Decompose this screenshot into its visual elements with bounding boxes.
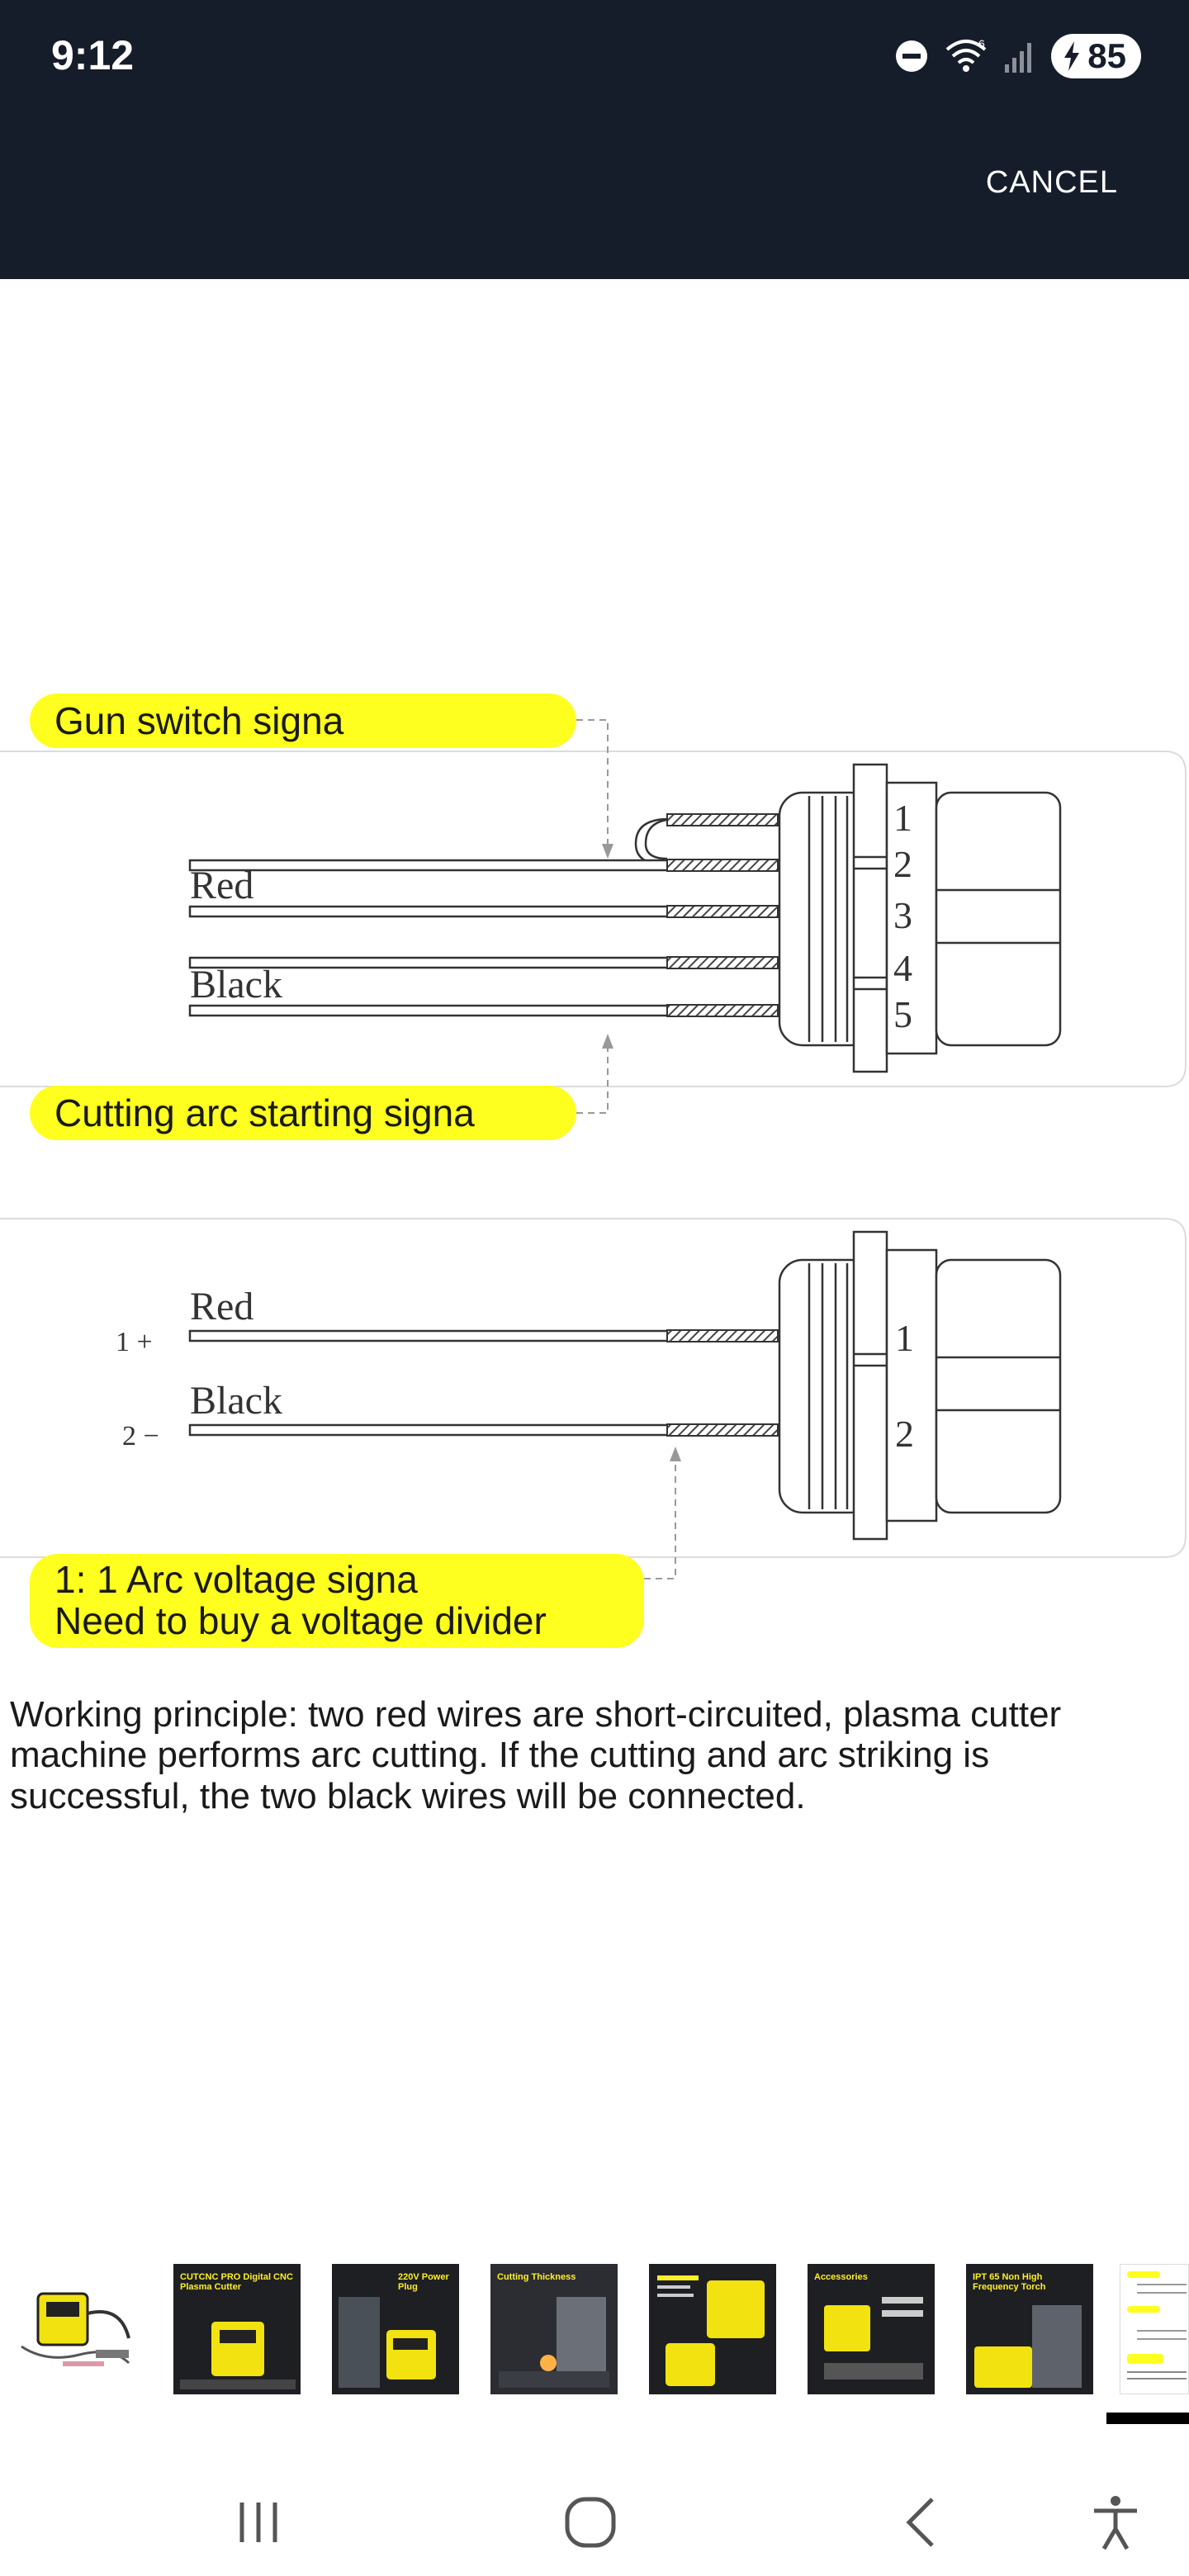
arc-voltage-line2: Need to buy a voltage divider — [54, 1599, 547, 1642]
wifi-icon: 6 — [945, 38, 987, 72]
thumbnail-strip[interactable]: CUTCNC PRO Digital CNC Plasma Cutter 220… — [0, 2264, 1189, 2401]
thumbnail-6[interactable]: Accessories — [808, 2264, 935, 2394]
home-icon — [565, 2497, 616, 2548]
negative-marker: 2 − — [122, 1421, 159, 1451]
top-bar: 9:12 6 85 CANCEL — [0, 0, 1189, 279]
bottom-wires — [188, 1329, 670, 1437]
top-wires — [188, 817, 678, 1017]
recent-apps-icon — [239, 2503, 277, 2542]
thumbnail-caption-7: IPT 65 Non High Frequency Torch — [973, 2272, 1046, 2293]
system-nav-bar — [0, 2469, 1189, 2576]
top-pin-2: 2 — [893, 843, 912, 885]
thumbnail-4[interactable]: Cutting Thickness — [490, 2264, 618, 2394]
signal-icon — [1005, 43, 1032, 73]
positive-marker: 1 + — [116, 1327, 153, 1357]
do-not-disturb-icon — [896, 40, 928, 72]
thumbnail-caption-2: CUTCNC PRO Digital CNC Plasma Cutter — [180, 2272, 293, 2293]
bottom-pin-1: 1 — [895, 1317, 914, 1359]
arc-voltage-line1: 1: 1 Arc voltage signa — [54, 1558, 418, 1602]
back-icon — [906, 2498, 934, 2547]
product-image-8 — [1127, 2271, 1187, 2379]
thumbnail-7[interactable]: IPT 65 Non High Frequency Torch — [966, 2264, 1093, 2394]
thumbnail-8[interactable] — [1120, 2264, 1189, 2394]
product-image-6 — [824, 2297, 923, 2379]
thumbnail-caption-6: Accessories — [814, 2272, 868, 2282]
battery-pill: 85 — [1051, 34, 1141, 78]
product-image-4 — [499, 2297, 609, 2388]
working-principle-text: Working principle: two red wires are sho… — [10, 1694, 1062, 1816]
product-machine-image — [21, 2292, 130, 2366]
back-button[interactable] — [875, 2477, 966, 2568]
top-pin-4: 4 — [893, 947, 912, 989]
thumbnail-2[interactable]: CUTCNC PRO Digital CNC Plasma Cutter — [173, 2264, 301, 2394]
cancel-button[interactable]: CANCEL — [985, 165, 1118, 200]
thumbnail-5[interactable] — [649, 2264, 776, 2394]
thumbnail-1[interactable] — [13, 2264, 140, 2394]
thumbnail-scroll-indicator — [1106, 2413, 1189, 2424]
arc-start-text: Cutting arc starting signa — [54, 1091, 475, 1134]
top-pin-3: 3 — [893, 894, 912, 936]
status-time: 9:12 — [51, 32, 135, 78]
thumbnail-3[interactable]: 220V Power Plug — [332, 2264, 459, 2394]
product-image-3 — [339, 2297, 436, 2388]
product-image-7 — [974, 2305, 1082, 2388]
bottom-red-label: Red — [190, 1285, 253, 1328]
thumbnail-caption-4: Cutting Thickness — [497, 2272, 576, 2282]
accessibility-icon — [1094, 2496, 1137, 2550]
wiring-diagram: Red Black 1 2 3 4 5 Red Black 1 + 2 − 1 … — [0, 627, 1189, 1668]
bottom-pin-2: 2 — [895, 1413, 914, 1455]
bottom-connector — [778, 1230, 1062, 1541]
home-button[interactable] — [545, 2477, 636, 2568]
accessibility-button[interactable] — [1070, 2477, 1161, 2568]
battery-level: 85 — [1087, 36, 1126, 75]
product-image-5 — [657, 2275, 765, 2386]
arc-start-label: Cutting arc starting signa — [30, 1086, 576, 1140]
top-connector — [778, 763, 1062, 1073]
svg-text:6: 6 — [978, 38, 985, 50]
recent-apps-button[interactable] — [213, 2477, 304, 2568]
arc-voltage-label: 1: 1 Arc voltage signa Need to buy a vol… — [30, 1554, 644, 1648]
product-image-2 — [180, 2322, 296, 2389]
top-red-label: Red — [190, 864, 253, 907]
top-black-label: Black — [190, 963, 282, 1006]
top-pin-1: 1 — [893, 797, 912, 839]
gun-switch-label: Gun switch signa — [30, 694, 576, 748]
battery-charging-icon — [1064, 41, 1080, 71]
diagram-drawing: Red Black 1 2 3 4 5 Red Black 1 + 2 − 1 … — [0, 719, 1187, 1579]
bottom-black-label: Black — [190, 1379, 282, 1423]
top-pin-5: 5 — [893, 993, 912, 1035]
thumbnail-caption-3: 220V Power Plug — [398, 2272, 449, 2293]
status-icons: 6 85 — [894, 33, 1141, 79]
gun-switch-text: Gun switch signa — [54, 698, 344, 742]
